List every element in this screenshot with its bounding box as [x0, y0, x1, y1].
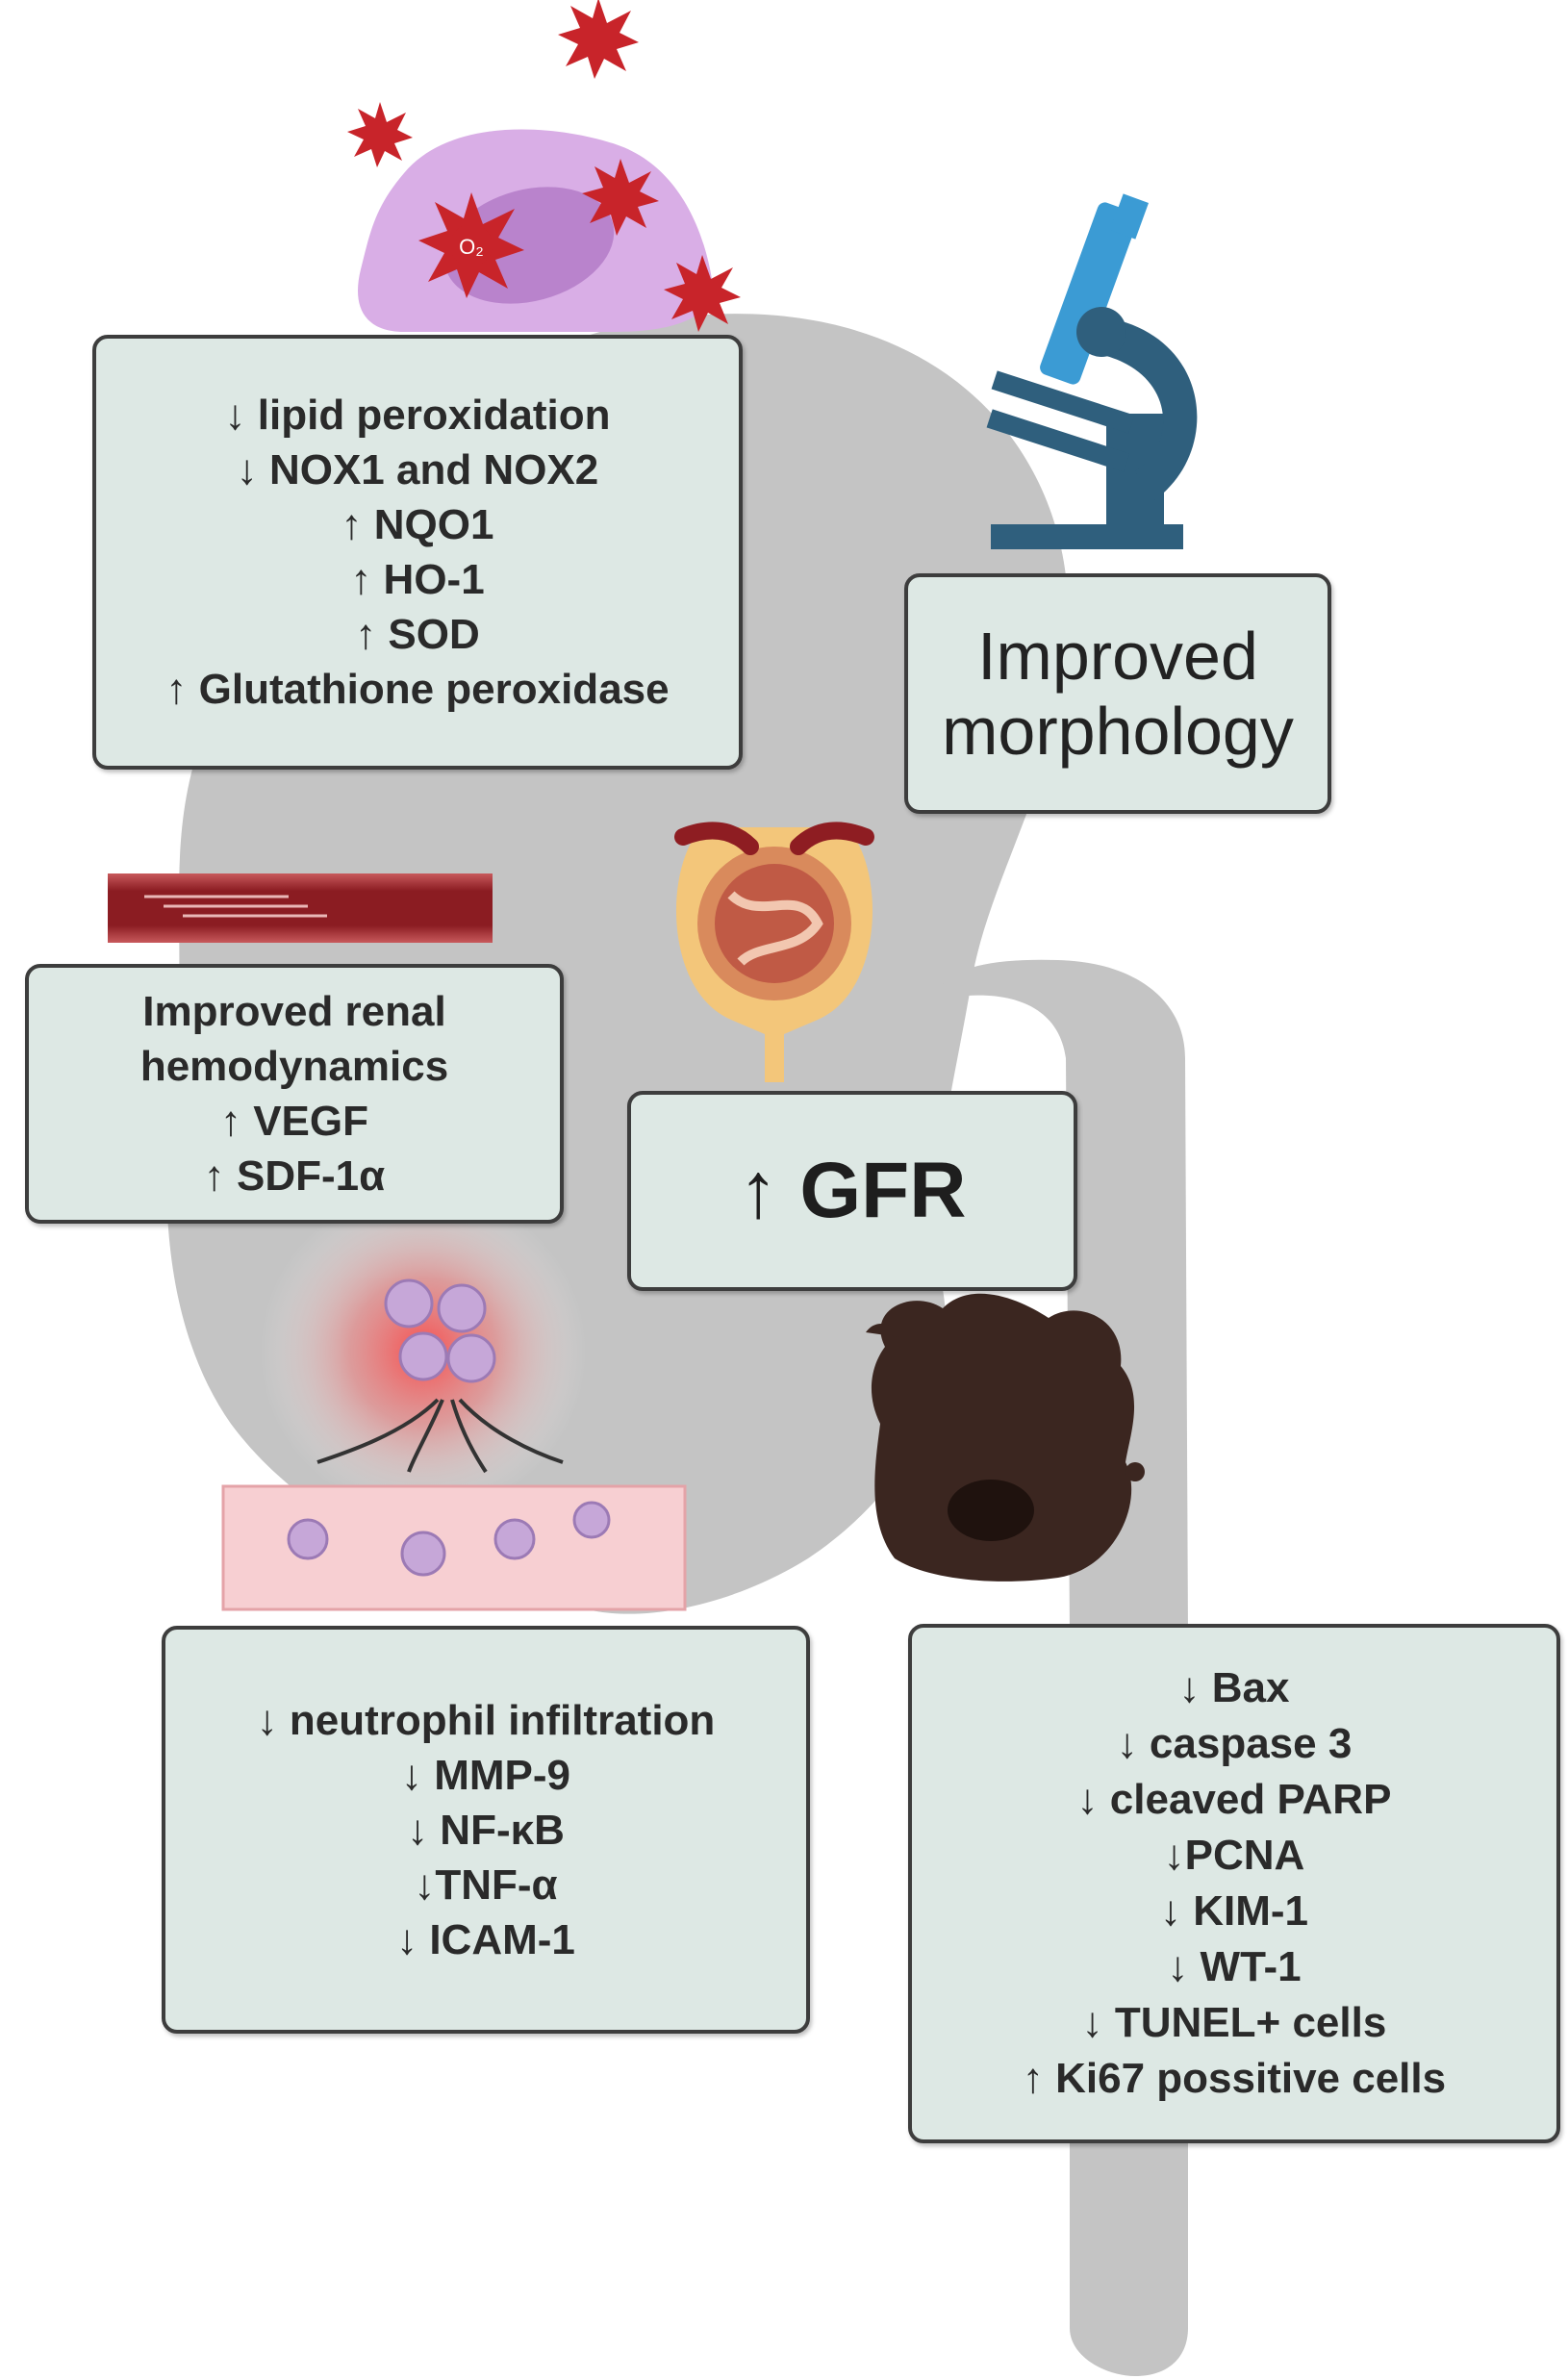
apoptosis-line: ↓ KIM-1	[1160, 1887, 1308, 1935]
oxidative-stress-box: ↓ lipid peroxidation ↓ NOX1 and NOX2 ↑ N…	[92, 335, 743, 770]
apoptosis-line: ↑ Ki67 possitive cells	[1022, 2055, 1447, 2102]
ros-label: O₂	[459, 235, 484, 259]
oxidative-line: ↓ lipid peroxidation	[224, 392, 611, 439]
oxidative-line: ↑ NQO1	[341, 501, 494, 548]
inflammation-box: ↓ neutrophil infiltration ↓ MMP-9 ↓ NF-κ…	[162, 1626, 810, 2034]
hemodynamics-line: ↑ SDF-1α	[203, 1152, 386, 1200]
apoptosis-line: ↓PCNA	[1163, 1832, 1305, 1879]
oxidative-line: ↑ Glutathione peroxidase	[165, 666, 670, 713]
hemodynamics-line: ↑ VEGF	[219, 1098, 369, 1145]
inflammation-line: ↓ NF-κB	[407, 1806, 565, 1854]
necrotic-cell-icon	[866, 1293, 1145, 1582]
morphology-line: Improved	[977, 619, 1258, 694]
neutrophil-migration-icon	[221, 1188, 687, 1611]
apoptosis-line: ↓ Bax	[1178, 1664, 1290, 1711]
oxidative-line: ↑ HO-1	[350, 556, 485, 603]
apoptosis-line: ↓ WT-1	[1167, 1943, 1302, 1990]
morphology-line: morphology	[942, 694, 1294, 769]
hemodynamics-line: hemodynamics	[139, 1043, 449, 1090]
inflammation-line: ↓ neutrophil infiltration	[256, 1696, 716, 1744]
glomerulus-icon	[674, 822, 874, 1082]
apoptosis-box: ↓ Bax ↓ caspase 3 ↓ cleaved PARP ↓PCNA ↓…	[908, 1624, 1560, 2143]
inflammation-line: ↓ ICAM-1	[396, 1915, 575, 1963]
hemodynamics-box: Improved renal hemodynamics ↑ VEGF ↑ SDF…	[25, 964, 564, 1224]
morphology-box: Improved morphology	[904, 573, 1331, 814]
gfr-box: ↑ GFR	[627, 1091, 1077, 1291]
apoptosis-line: ↓ caspase 3	[1116, 1720, 1353, 1767]
inflammation-line: ↓ MMP-9	[401, 1751, 570, 1799]
blood-vessel-icon	[108, 873, 493, 943]
apoptosis-line: ↓ TUNEL+ cells	[1081, 1999, 1387, 2046]
inflammation-line: ↓TNF-α	[414, 1860, 558, 1909]
oxidative-line: ↑ SOD	[355, 611, 480, 658]
hemodynamics-line: Improved renal	[142, 988, 446, 1035]
ros-cell-icon	[347, 0, 741, 332]
gfr-line: ↑ GFR	[738, 1147, 967, 1234]
apoptosis-line: ↓ cleaved PARP	[1076, 1776, 1392, 1823]
oxidative-line: ↓ NOX1 and NOX2	[236, 446, 599, 494]
microscope-icon	[986, 193, 1198, 549]
